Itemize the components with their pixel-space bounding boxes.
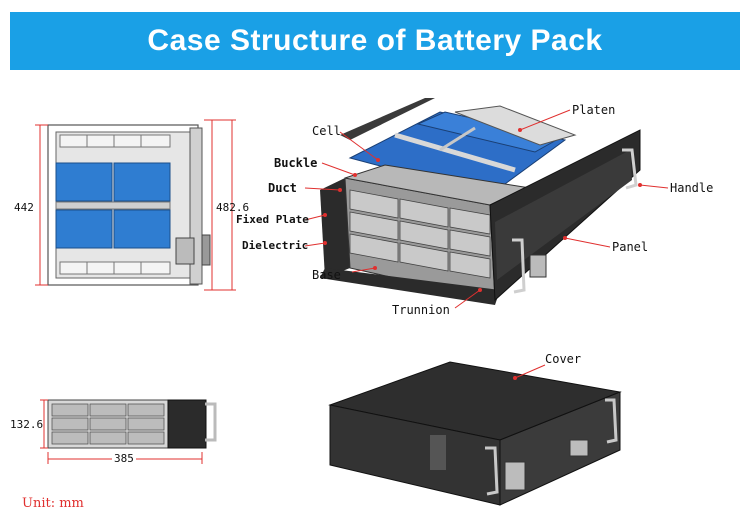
exploded-view-drawing — [304, 98, 669, 309]
page-title: Case Structure of Battery Pack — [147, 24, 603, 57]
dim-height-front: 442 — [14, 201, 34, 214]
label-dielectric: Dielectric — [242, 239, 309, 252]
label-base: Base — [312, 268, 341, 282]
unit-note: Unit: mm — [22, 496, 84, 511]
side-view-drawing — [40, 399, 217, 464]
label-cell: Cell — [312, 124, 341, 138]
label-buckle: Buckle — [274, 156, 318, 170]
dim-height-side: 132.6 — [10, 418, 44, 431]
label-panel: Panel — [612, 240, 649, 254]
label-platen: Platen — [572, 103, 616, 117]
closed-case-drawing — [328, 361, 622, 506]
dim-width-front: 482.6 — [216, 201, 250, 214]
dim-depth-side: 385 — [112, 452, 136, 465]
title-bar: Case Structure of Battery Pack — [10, 12, 740, 70]
label-handle: Handle — [670, 181, 714, 195]
top-view-drawing — [35, 119, 236, 291]
label-trunnion: Trunnion — [392, 303, 450, 317]
label-duct: Duct — [268, 181, 297, 195]
label-cover: Cover — [545, 352, 582, 366]
label-fixed-plate: Fixed Plate — [236, 213, 309, 226]
